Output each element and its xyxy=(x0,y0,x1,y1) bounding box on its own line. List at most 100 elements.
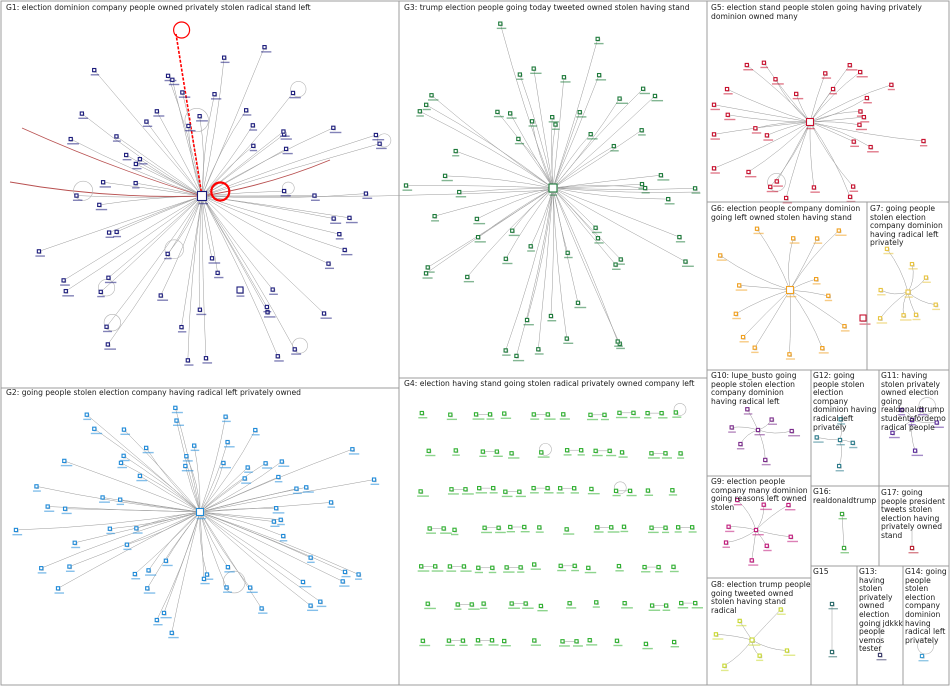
g2-edge-19 xyxy=(147,511,201,589)
g3-node-46-label xyxy=(587,138,598,140)
g1-node-55-label xyxy=(282,152,293,155)
g2-node-49-label xyxy=(251,434,260,436)
g9-node-0 xyxy=(788,534,793,539)
g3-edge-36 xyxy=(531,121,554,189)
g3-edge-23 xyxy=(425,187,554,274)
g4-cell-4-3-a xyxy=(504,565,509,570)
g1-edge-27 xyxy=(38,195,203,252)
g2-edge-56 xyxy=(199,461,282,513)
g4-cell-1-7-a xyxy=(619,450,625,455)
g7-node-1 xyxy=(913,312,919,317)
g2-node-29-label xyxy=(61,512,72,515)
g3-edge-28 xyxy=(445,175,554,189)
g4-cell-1-1-a-label xyxy=(452,454,460,456)
g3-node-16-label xyxy=(512,359,525,362)
g4-cell-4-3-b-label xyxy=(517,571,525,573)
g4-cell-1-2-b-label xyxy=(493,455,503,457)
g1-node-32-label xyxy=(67,143,79,145)
g4-cell-3-3-b-label xyxy=(520,531,530,533)
g4-cell-5-2-a-label xyxy=(480,607,488,609)
g2-node-47-label xyxy=(190,449,200,452)
g3-node-34-label xyxy=(493,115,504,118)
node-layer xyxy=(12,21,944,672)
g3-node-23-label xyxy=(422,277,433,279)
g6-node-10-label xyxy=(789,242,800,244)
g5-node-24-label xyxy=(829,93,837,95)
g2-node-44-label xyxy=(172,424,185,426)
g5-node-19-label xyxy=(771,83,784,85)
g1-loop-19 xyxy=(103,314,121,332)
g5-edge-16 xyxy=(713,104,811,123)
g3-node-11-label xyxy=(574,306,587,309)
g4-cell-4-2-a-label xyxy=(474,571,484,574)
g1-node-47 xyxy=(221,55,227,60)
g3-edge-45 xyxy=(552,38,598,189)
g3-node-12 xyxy=(536,347,541,352)
g12-node-1 xyxy=(836,463,842,469)
g1-node-9-label xyxy=(264,316,276,318)
g2-node-24 xyxy=(124,542,130,547)
g2-node-2-label xyxy=(355,578,363,580)
g4-cell-3-6-b-label xyxy=(607,531,620,533)
g5-edge-10 xyxy=(748,121,811,173)
g3-node-30 xyxy=(424,102,429,107)
g2-edge-35 xyxy=(64,460,201,513)
g8-node-3-label xyxy=(712,638,724,640)
g1-edge-52 xyxy=(201,134,285,197)
g5-node-27-label xyxy=(863,102,872,104)
g1-node-12-label xyxy=(208,262,221,264)
g3-node-24-label xyxy=(473,222,486,225)
g10-node-5 xyxy=(769,417,774,422)
g2-node-19 xyxy=(145,586,150,591)
g1-node-21-label xyxy=(97,295,105,298)
g3-edge-55 xyxy=(552,185,646,189)
g4-cell-0-7-b-label xyxy=(629,416,641,419)
g3-node-2 xyxy=(677,234,682,240)
g5-node-11-label xyxy=(710,172,720,174)
g3-edge-14 xyxy=(505,187,554,351)
g8-edge-3 xyxy=(715,634,753,641)
g4-cell-2-3-b-label xyxy=(515,495,526,498)
g1-edge-46 xyxy=(199,116,204,197)
g11-node-0-label xyxy=(933,426,944,428)
g6-node-9-label xyxy=(753,232,764,235)
g2-node-49 xyxy=(253,427,258,433)
g2-node-32-label xyxy=(99,501,110,503)
g2-node-47 xyxy=(192,443,197,448)
g1-node-32 xyxy=(68,136,73,142)
g4-cell-1-8-b-label xyxy=(661,457,672,459)
g3-node-52 xyxy=(658,173,664,178)
g4-cell-5-5-a xyxy=(567,601,572,606)
g2-node-4-label xyxy=(307,561,315,564)
g5-node-25 xyxy=(857,69,863,75)
g1-edge-43 xyxy=(172,79,203,197)
g3-node-34 xyxy=(495,109,500,115)
g2-node-53 xyxy=(245,465,250,470)
g3-node-9 xyxy=(565,250,570,255)
g8-node-0-label xyxy=(783,654,796,656)
g4-cell-5-9-a-label xyxy=(677,607,689,609)
g6-node-11-label xyxy=(813,242,823,244)
g2-edge-34 xyxy=(120,499,201,513)
g4-cell-2-5-a-label xyxy=(556,492,565,494)
g4-cell-4-0-b-label xyxy=(431,570,444,572)
g1-node-46-label xyxy=(196,120,208,122)
g2-hub-label xyxy=(196,517,206,520)
g2-node-38-label xyxy=(90,432,103,435)
g5-node-23 xyxy=(847,62,852,68)
g4-cell-2-8-a xyxy=(645,488,651,493)
g3-node-49-label xyxy=(651,99,664,102)
g2-node-17 xyxy=(163,558,169,563)
g5-node-14-label xyxy=(710,138,720,140)
g4-cell-5-7-a xyxy=(622,601,627,606)
g2-node-14 xyxy=(201,576,207,582)
g3-node-13-label xyxy=(547,320,557,322)
group-frame-5 xyxy=(706,0,950,203)
g5-node-16 xyxy=(711,102,717,107)
g2-node-56-label xyxy=(278,465,290,467)
g1-node-59 xyxy=(363,191,369,196)
g6-node-5 xyxy=(740,334,746,340)
g2-node-7 xyxy=(318,599,323,604)
g4-cell-0-2-a xyxy=(473,412,479,417)
group-title-g17: G17: going people president tweets stole… xyxy=(881,489,945,540)
